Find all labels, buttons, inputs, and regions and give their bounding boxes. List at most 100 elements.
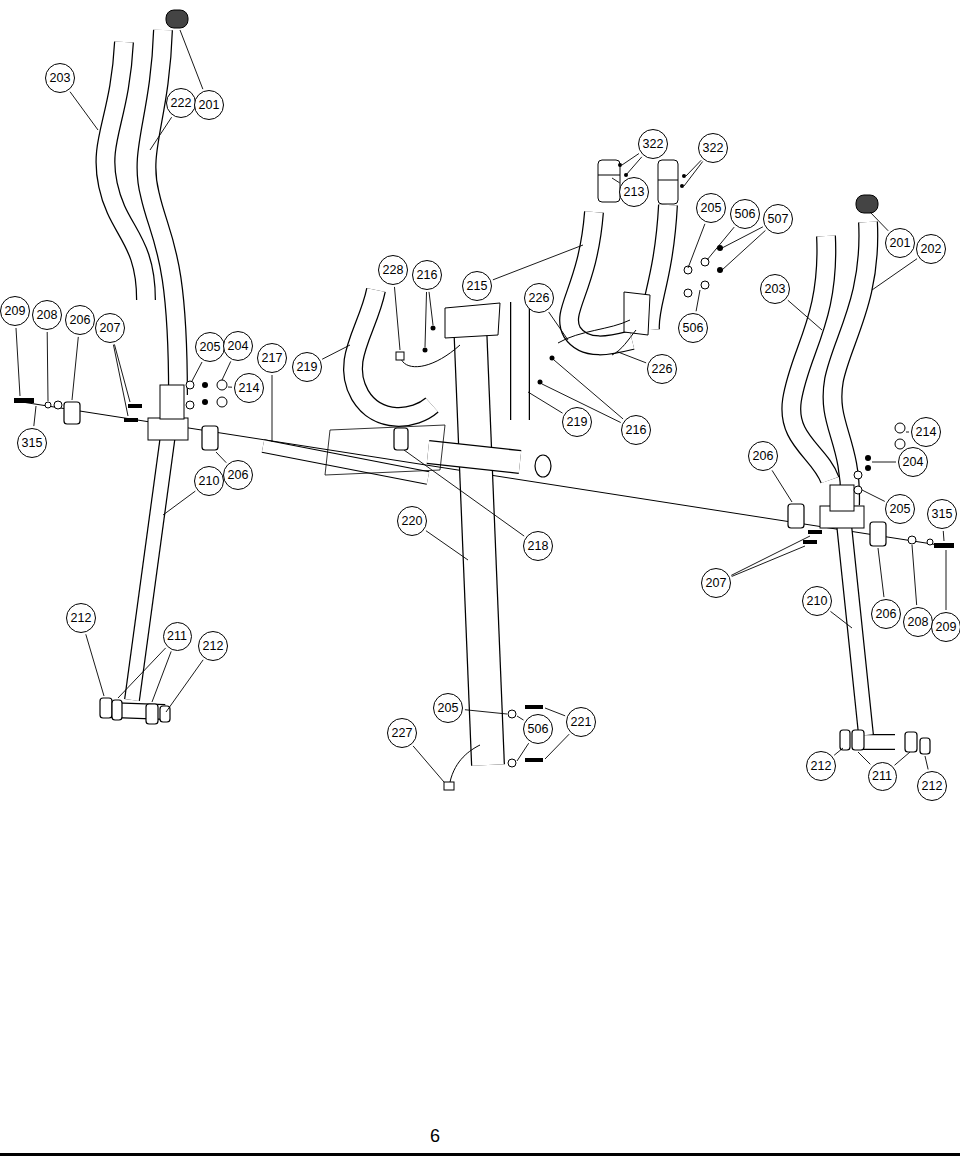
callout-number: 227	[392, 727, 413, 740]
leader-line	[722, 227, 763, 248]
callout-circle: 216	[412, 260, 442, 290]
callout-number: 228	[383, 264, 404, 277]
callout-number: 204	[228, 340, 249, 353]
callout-circle: 212	[66, 603, 96, 633]
leader-line	[626, 157, 642, 175]
leader-line	[192, 362, 202, 381]
callout-number: 205	[438, 702, 459, 715]
leader-line	[612, 178, 620, 183]
callout-circle: 211	[163, 622, 192, 651]
callout-number: 322	[643, 138, 664, 151]
callout-circle: 506	[730, 199, 760, 229]
callout-circle: 206	[223, 460, 253, 490]
leader-line	[878, 548, 884, 597]
leader-line	[222, 361, 231, 380]
leader-line	[429, 292, 433, 325]
callout-circle: 227	[387, 718, 417, 748]
leader-line	[413, 746, 444, 782]
callout-circle: 221	[566, 707, 596, 737]
callout-number: 506	[528, 723, 549, 736]
callout-number: 315	[22, 437, 43, 450]
leader-line	[180, 30, 203, 89]
callout-number: 214	[916, 426, 937, 439]
callout-number: 506	[683, 322, 704, 335]
callout-number: 214	[239, 382, 260, 395]
callout-number: 206	[753, 450, 774, 463]
callout-circle: 218	[523, 531, 553, 561]
leader-line	[86, 634, 104, 696]
callout-number: 315	[932, 508, 953, 521]
leader-line	[834, 748, 843, 755]
callout-number: 507	[768, 213, 789, 226]
callout-number: 208	[908, 616, 929, 629]
leader-line	[228, 387, 232, 388]
callout-number: 209	[5, 305, 26, 318]
callout-circle: 209	[931, 612, 960, 642]
callout-circle: 203	[45, 63, 75, 93]
leader-line	[788, 300, 822, 330]
callout-number: 217	[262, 352, 283, 365]
callout-number: 322	[703, 142, 724, 155]
callout-number: 207	[706, 577, 727, 590]
callout-circle: 220	[397, 506, 427, 536]
callout-number: 206	[228, 469, 249, 482]
callout-circle: 506	[678, 313, 708, 343]
callout-circle: 206	[748, 441, 778, 471]
callout-number: 202	[921, 243, 942, 256]
callout-circle: 207	[701, 568, 731, 598]
callout-circle: 219	[292, 352, 322, 382]
leader-line	[425, 292, 427, 347]
callout-number: 210	[199, 475, 220, 488]
callout-circle: 216	[621, 415, 651, 445]
callout-circle: 507	[763, 204, 793, 234]
callout-number: 506	[735, 208, 756, 221]
callout-circle: 322	[698, 133, 728, 163]
callout-number: 222	[171, 97, 192, 110]
callout-number: 211	[167, 630, 187, 643]
callout-circle: 208	[903, 607, 933, 637]
leader-line	[696, 290, 700, 311]
callout-number: 208	[37, 309, 58, 322]
leader-line	[70, 92, 98, 130]
callout-number: 212	[203, 640, 224, 653]
callout-number: 201	[890, 237, 911, 250]
leader-line	[862, 490, 885, 501]
callout-circle: 214	[911, 417, 941, 447]
leader-line	[118, 648, 166, 698]
leader-line	[858, 752, 870, 764]
callout-circle: 205	[885, 494, 915, 524]
leader-line	[517, 716, 524, 720]
callout-number: 205	[890, 503, 911, 516]
leader-line	[925, 756, 928, 769]
leader-line	[732, 546, 805, 576]
callout-number: 215	[467, 280, 488, 293]
leader-line	[528, 392, 563, 413]
callout-circle: 226	[647, 354, 677, 384]
callout-number: 210	[807, 595, 828, 608]
leader-line	[114, 344, 130, 402]
callout-circle: 217	[257, 343, 287, 373]
callout-circle: 211	[868, 762, 897, 791]
leader-line	[16, 328, 20, 396]
callout-number: 205	[200, 341, 221, 354]
callout-circle: 212	[917, 771, 947, 801]
callout-circle: 207	[95, 313, 125, 343]
leader-line	[34, 406, 36, 426]
leader-line	[152, 651, 171, 702]
callout-circle: 204	[223, 331, 253, 361]
callout-circle: 315	[927, 499, 957, 529]
callout-circle: 205	[195, 332, 225, 362]
callout-circle: 201	[885, 228, 915, 258]
leader-line	[684, 162, 703, 186]
callout-number: 204	[903, 456, 924, 469]
leader-line	[872, 259, 917, 290]
callout-circle: 205	[696, 193, 726, 223]
callout-number: 206	[876, 608, 897, 621]
callout-number: 216	[417, 269, 438, 282]
callout-circle: 201	[194, 90, 224, 120]
callout-number: 226	[529, 292, 550, 305]
callout-circle: 212	[806, 751, 836, 781]
callout-circle: 214	[234, 373, 264, 403]
callout-circle: 226	[524, 283, 554, 313]
callout-number: 218	[528, 540, 549, 553]
